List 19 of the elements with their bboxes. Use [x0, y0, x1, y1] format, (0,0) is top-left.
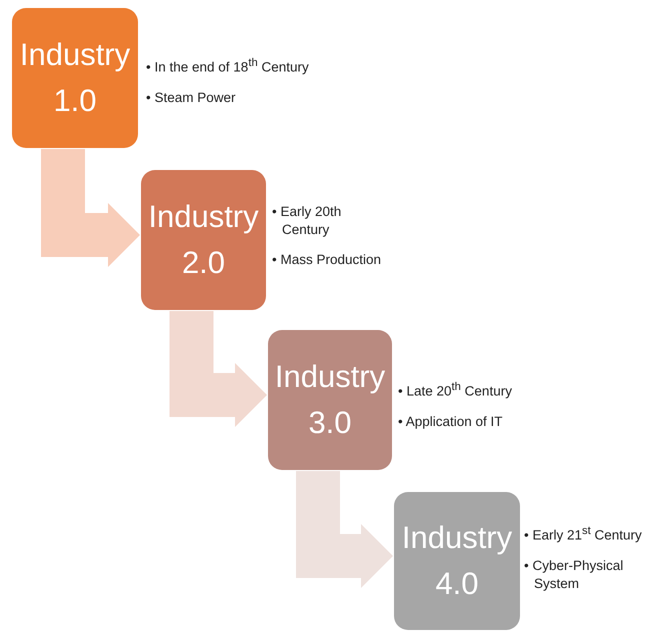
stage-title: Industry 4.0: [400, 519, 514, 603]
bullet-text: • Application of IT: [398, 412, 504, 430]
stage-box: [394, 492, 520, 630]
stage-box: [268, 330, 392, 470]
bent-arrow: [170, 311, 267, 427]
stage-title: Industry 1.0: [18, 36, 132, 120]
bullet-text: • Early 21$^{st}$ Century: [524, 524, 643, 544]
bullet-text: • Early 20th Century: [272, 203, 342, 239]
bullet-text: • Mass Production: [272, 251, 382, 269]
bent-arrow: [41, 149, 140, 267]
stage-title: Industry 2.0: [147, 198, 260, 282]
stage-box: [141, 170, 266, 310]
bullet-text: • In the end of 18$^{th}$ Century: [146, 56, 310, 76]
bullet-text: • Cyber-Physical System: [524, 556, 624, 592]
bent-arrow: [296, 471, 393, 588]
bullet-text: • Late 20$^{th}$ Century: [398, 380, 513, 400]
stage-box: [12, 8, 138, 148]
bullet-text: • Steam Power: [146, 88, 237, 106]
stage-title: Industry 3.0: [274, 358, 386, 442]
